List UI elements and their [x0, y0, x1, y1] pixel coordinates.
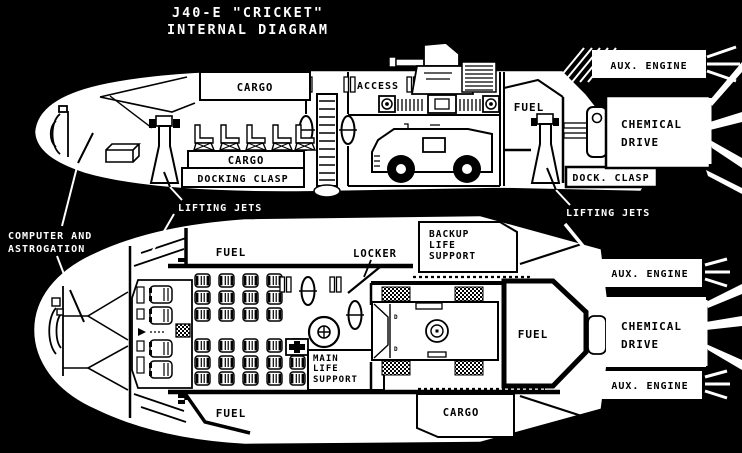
access-label: ACCESS [357, 81, 399, 92]
chemical-drive-side [563, 94, 712, 170]
aux-engine-wing [555, 47, 617, 83]
chemical-drive-side-l2: DRIVE [621, 136, 659, 149]
aux-engine-bottom-box [584, 371, 702, 399]
vehicle-plan: D D [371, 286, 499, 376]
aux-engine-bottom-nozzle [704, 369, 730, 400]
aux-engine-side-label: AUX. ENGINE [610, 61, 687, 72]
lifting-jet-left-side [109, 95, 180, 184]
fuel-center-tank [501, 278, 589, 389]
docking-clasp-label: DOCKING CLASP [197, 174, 288, 185]
astrogation-computer-side [49, 105, 69, 157]
lifting-jets-right-label: LIFTING JETS [566, 208, 650, 219]
cargo-winches [378, 94, 500, 114]
chemical-drive-plan [587, 297, 706, 367]
locker-wall [347, 266, 381, 294]
aux-engine-bottom-label: AUX. ENGINE [611, 381, 688, 392]
fuel-center-label: FUEL [518, 328, 549, 341]
cargo-bottom-box [416, 393, 515, 438]
view-cones [63, 291, 129, 391]
fuel-top-label: FUEL [216, 246, 247, 259]
crew-seats [149, 285, 173, 379]
turret [388, 42, 497, 95]
lifting-jet-right-side [530, 113, 561, 184]
chemical-drive-plan-l2: DRIVE [621, 338, 659, 351]
aux-engine-top-box [584, 259, 702, 287]
cargo-bottom-label: CARGO [443, 407, 480, 419]
dock-clasp-label: DOCK. CLASP [572, 173, 649, 184]
chemical-drive-plan-l1: CHEMICAL [621, 320, 682, 333]
backup-life-support-l1: BACKUP [429, 229, 469, 240]
locker-label: LOCKER [353, 248, 397, 260]
cargo-top-label: CARGO [237, 82, 274, 94]
chemical-drive-nozzle-plan [704, 284, 742, 370]
fuel-lines [413, 275, 598, 391]
main-life-support-l1: MAIN [313, 354, 339, 364]
fuel-side-label: FUEL [514, 101, 545, 114]
cockpit-steps [175, 323, 191, 338]
cargo-lower-label: CARGO [228, 155, 265, 167]
nose-wedge [99, 76, 196, 163]
title-line1: J40-E "CRICKET" [172, 5, 324, 21]
cargo-top-box [199, 71, 311, 101]
computer-astrogation-leaders [56, 132, 94, 323]
backup-life-support-l2: LIFE [429, 240, 456, 251]
chemical-drive-side-l1: CHEMICAL [621, 118, 682, 131]
docking-clasp-box [181, 167, 305, 188]
fuel-bottom-label: FUEL [216, 407, 247, 420]
chemical-drive-nozzle-side [706, 62, 742, 194]
computer-astrogation-l2: ASTROGATION [8, 244, 85, 255]
nose-sensors-plan [48, 286, 64, 376]
lifting-jets-right-leaders [546, 167, 585, 248]
computer-astrogation-l1: COMPUTER AND [8, 231, 92, 242]
title-line2: INTERNAL DIAGRAM [167, 22, 329, 38]
ladder [313, 93, 341, 198]
fuel-compartment-side [503, 78, 565, 183]
locker-leader [363, 259, 372, 278]
belly-dome [313, 184, 341, 198]
vehicle-door-mark-2: D [394, 346, 399, 353]
lifting-jets-left-label: LIFTING JETS [178, 203, 262, 214]
cockpit [131, 279, 193, 389]
side-view: CARGO CARGO DOCKING CLASP ACCESS [35, 42, 742, 198]
lifting-jets-left-leaders [151, 171, 183, 253]
backup-life-support-box [418, 221, 518, 273]
aux-engine-top-label: AUX. ENGINE [611, 269, 688, 280]
main-life-support-l3: SUPPORT [313, 375, 358, 385]
main-life-support-l2: LIFE [313, 364, 339, 374]
lifting-jet-bay-left [133, 237, 187, 423]
aux-engine-top-nozzle [704, 257, 730, 288]
pilot-consoles [136, 286, 164, 374]
cabin-walls-plan [168, 228, 560, 435]
annotations: J40-E "CRICKET" INTERNAL DIAGRAM COMPUTE… [8, 5, 650, 323]
aux-engine-box-side [592, 50, 706, 78]
vehicle-side [371, 123, 493, 183]
backup-life-support-l3: SUPPORT [429, 251, 476, 262]
plan-view: MAIN LIFE SUPPORT D D BACKUP LIFE SUPPOR [34, 216, 742, 444]
vehicle-door-mark-1: D [394, 314, 399, 321]
